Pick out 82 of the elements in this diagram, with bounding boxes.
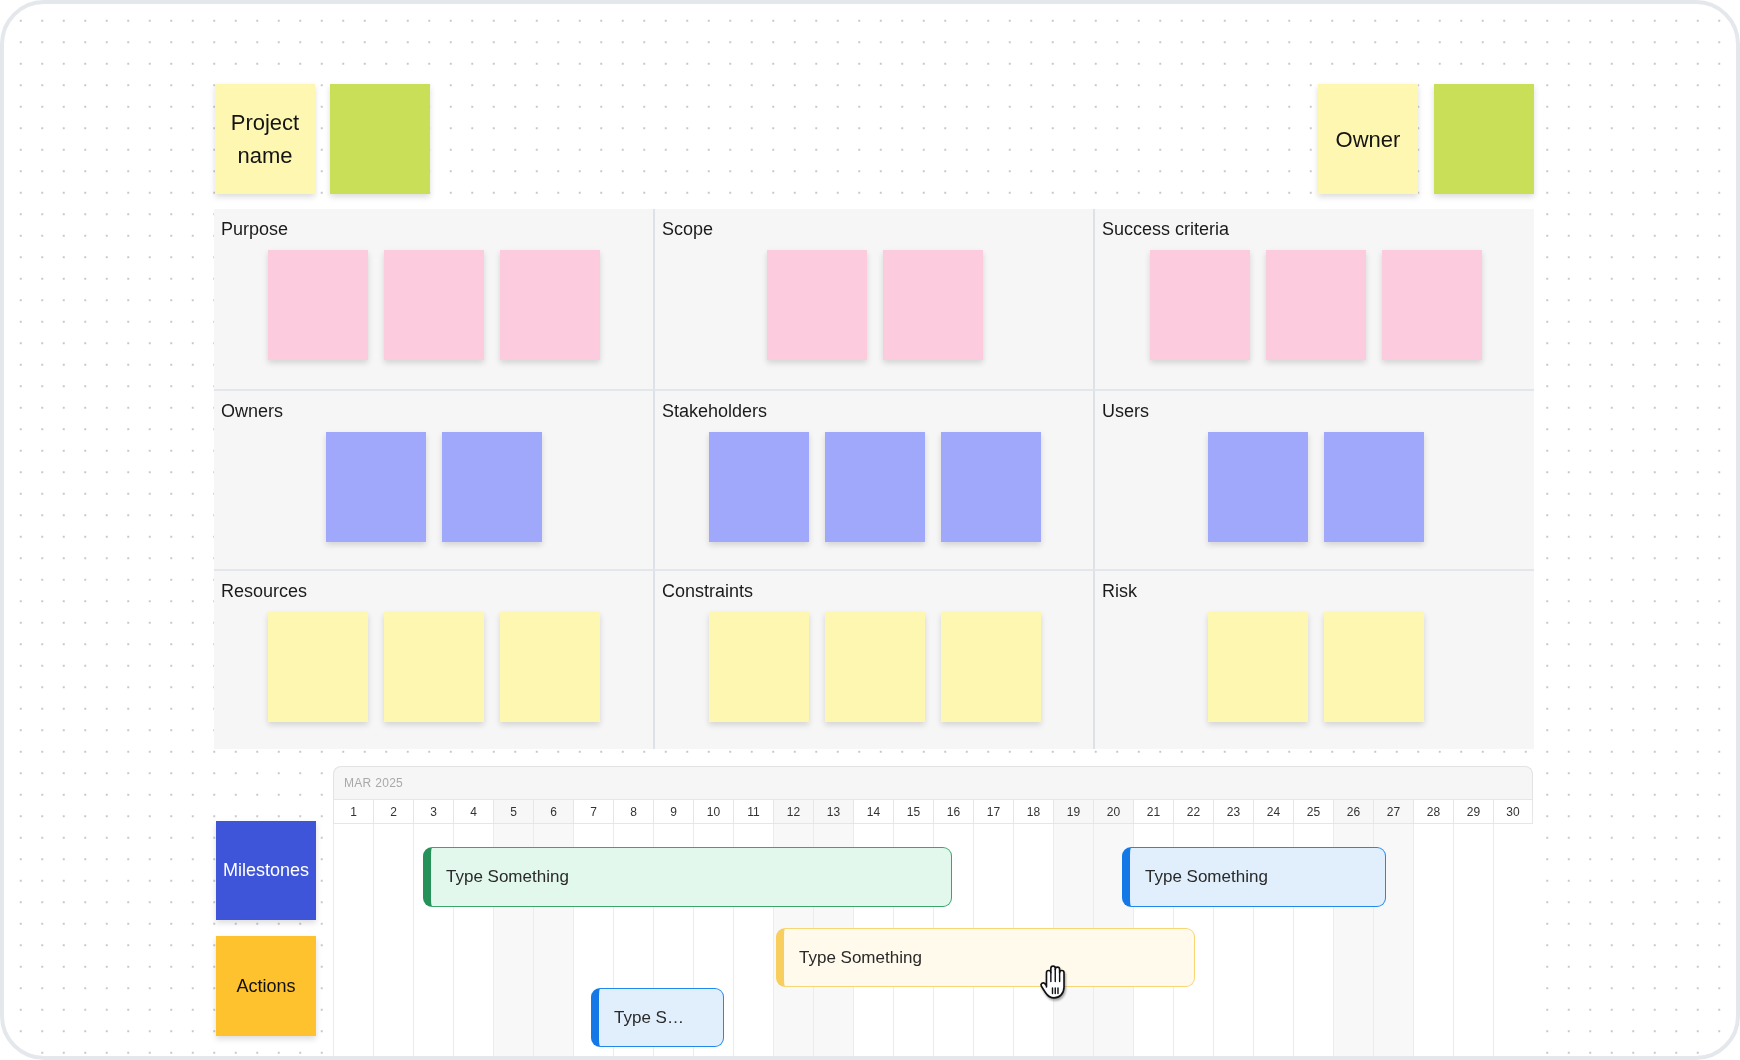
sticky-note <box>442 432 542 542</box>
section-panel <box>1093 389 1534 569</box>
day-number: 8 <box>613 799 653 824</box>
day-number: 24 <box>1253 799 1293 824</box>
section-heading: Risk <box>1102 580 1137 602</box>
day-number: 7 <box>573 799 613 824</box>
day-number: 26 <box>1333 799 1373 824</box>
day-number: 9 <box>653 799 693 824</box>
sticky-note <box>825 432 925 542</box>
day-number: 17 <box>973 799 1013 824</box>
sticky-note <box>1382 250 1482 360</box>
day-number: 30 <box>1493 799 1533 824</box>
day-number: 4 <box>453 799 493 824</box>
day-number: 6 <box>533 799 573 824</box>
day-number: 11 <box>733 799 773 824</box>
sticky-note <box>268 250 368 360</box>
sticky-note <box>500 612 600 722</box>
sticky-note <box>384 250 484 360</box>
sticky-note <box>767 250 867 360</box>
section-panel <box>214 389 653 569</box>
day-number: 22 <box>1173 799 1213 824</box>
task-bar: Type S… <box>591 988 724 1047</box>
sticky-note <box>825 612 925 722</box>
section-panel <box>653 209 1093 389</box>
section-heading: Purpose <box>221 218 289 240</box>
day-number: 15 <box>893 799 933 824</box>
day-number: 16 <box>933 799 973 824</box>
sticky-note <box>500 250 600 360</box>
day-number: 18 <box>1013 799 1053 824</box>
section-heading: Users <box>1102 400 1149 422</box>
day-number: 20 <box>1093 799 1133 824</box>
section-heading: Resources <box>221 580 308 602</box>
sticky-note: Project name <box>215 84 315 194</box>
day-number: 13 <box>813 799 853 824</box>
sticky-note <box>1434 84 1534 194</box>
day-number: 14 <box>853 799 893 824</box>
day-number: 5 <box>493 799 533 824</box>
day-number: 27 <box>1373 799 1413 824</box>
sticky-note <box>941 612 1041 722</box>
section-heading: Constraints <box>662 580 754 602</box>
sticky-note <box>883 250 983 360</box>
row-label: Milestones <box>216 821 316 920</box>
section-panel <box>653 389 1093 569</box>
task-bar: Type Something <box>1122 847 1386 907</box>
sticky-note <box>1208 612 1308 722</box>
day-number: 12 <box>773 799 813 824</box>
sticky-note <box>709 612 809 722</box>
day-number: 2 <box>373 799 413 824</box>
day-number: 25 <box>1293 799 1333 824</box>
sticky-note <box>1208 432 1308 542</box>
section-panel <box>1093 569 1534 749</box>
section-panel <box>214 209 653 389</box>
day-number: 3 <box>413 799 453 824</box>
sticky-note <box>1150 250 1250 360</box>
day-number: 1 <box>333 799 373 824</box>
sticky-note <box>330 84 430 194</box>
section-heading: Stakeholders <box>662 400 768 422</box>
day-number: 23 <box>1213 799 1253 824</box>
day-number: 19 <box>1053 799 1093 824</box>
sticky-note: Owner <box>1318 84 1418 194</box>
sticky-note <box>1324 432 1424 542</box>
month-label: MAR 2025 <box>344 776 404 791</box>
sticky-note <box>326 432 426 542</box>
sticky-note <box>709 432 809 542</box>
section-heading: Owners <box>221 400 283 422</box>
task-bar: Type Something <box>423 847 952 907</box>
sticky-note <box>384 612 484 722</box>
section-heading: Scope <box>662 218 714 240</box>
day-number: 29 <box>1453 799 1493 824</box>
section-panel <box>1093 209 1534 389</box>
sticky-note <box>1266 250 1366 360</box>
row-label: Actions <box>216 936 316 1036</box>
day-number: 28 <box>1413 799 1453 824</box>
section-panel <box>653 569 1093 749</box>
day-number: 10 <box>693 799 733 824</box>
section-heading: Success criteria <box>1102 218 1230 240</box>
day-number: 21 <box>1133 799 1173 824</box>
section-panel <box>214 569 653 749</box>
sticky-note <box>1324 612 1424 722</box>
sticky-note <box>268 612 368 722</box>
task-bar: Type Something <box>776 928 1195 987</box>
sticky-note <box>941 432 1041 542</box>
